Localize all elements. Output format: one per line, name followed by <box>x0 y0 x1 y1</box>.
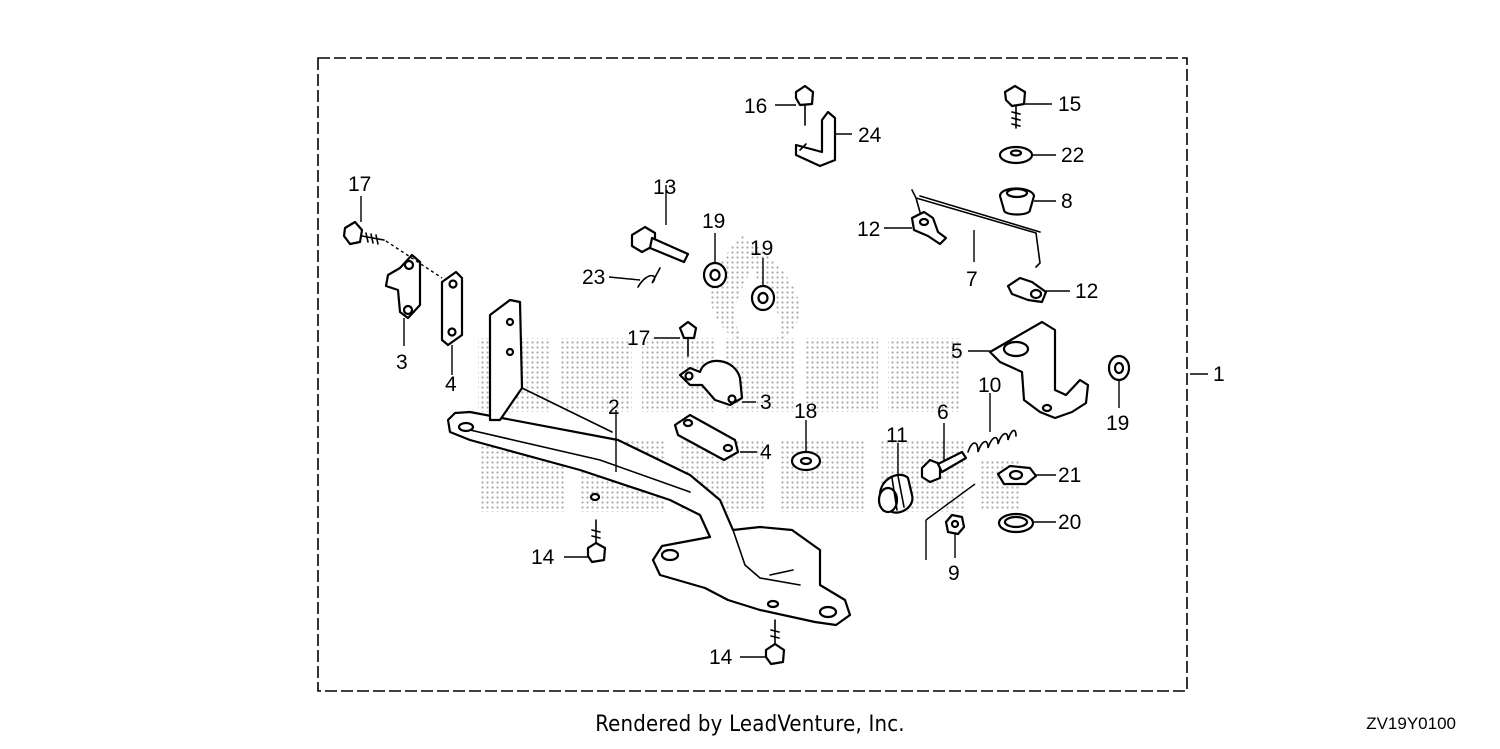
pin-part-13 <box>630 225 690 264</box>
washer-part-19-c <box>1107 354 1131 382</box>
washer-part-21 <box>996 464 1038 486</box>
callout-2: 2 <box>608 396 620 419</box>
callout-4-left: 4 <box>445 373 457 396</box>
washer-part-19-a <box>702 261 728 289</box>
callout-19-a: 19 <box>702 210 725 233</box>
bolt-part-6 <box>920 450 968 484</box>
washer-part-18 <box>790 450 822 472</box>
washer-part-19-b <box>750 284 776 312</box>
clamp-part-3-left <box>384 253 422 320</box>
washer-part-20 <box>997 512 1035 534</box>
joint-part-12-a <box>910 210 948 246</box>
callout-18: 18 <box>794 400 817 423</box>
callout-3-center: 3 <box>760 391 772 414</box>
callout-19-c: 19 <box>1106 412 1129 435</box>
bolt-part-17-center <box>678 320 698 357</box>
callout-12-b: 12 <box>1075 280 1098 303</box>
nut-part-9 <box>944 513 966 536</box>
callout-14-b: 14 <box>709 646 733 669</box>
bolt-part-14-a <box>586 519 607 564</box>
callout-6: 6 <box>937 401 949 424</box>
callout-4-center: 4 <box>760 441 772 464</box>
callout-3-left: 3 <box>396 351 408 374</box>
callout-14-a: 14 <box>531 546 555 569</box>
callout-1: 1 <box>1213 363 1225 386</box>
callout-22: 22 <box>1061 144 1084 167</box>
callout-labels: 17 3 4 13 23 19 19 17 3 2 4 18 14 14 16 … <box>348 93 1225 669</box>
callout-7: 7 <box>966 268 978 291</box>
bracket-part-5 <box>988 320 1090 420</box>
callout-17-left: 17 <box>348 173 371 196</box>
leader-lines <box>360 103 1208 658</box>
washer-part-22 <box>998 145 1034 165</box>
diagram-code: ZV19Y0100 <box>1366 714 1456 733</box>
mounting-bracket-part-2 <box>446 298 852 627</box>
callout-17-center: 17 <box>627 327 650 350</box>
callout-11: 11 <box>886 424 908 447</box>
callout-23: 23 <box>582 266 605 289</box>
callout-15: 15 <box>1058 93 1081 116</box>
callout-8: 8 <box>1061 190 1073 213</box>
plate-part-4-center <box>673 413 740 462</box>
footer-credit: Rendered by LeadVenture, Inc. <box>595 712 905 737</box>
bolt-part-14-b <box>764 619 786 666</box>
callout-10: 10 <box>978 374 1001 397</box>
bushing-part-11 <box>877 473 914 514</box>
callout-21: 21 <box>1058 464 1081 487</box>
joint-part-12-b <box>1006 276 1048 304</box>
plate-part-4-left <box>440 270 464 347</box>
callout-19-b: 19 <box>750 237 773 260</box>
callout-20: 20 <box>1058 511 1081 534</box>
callout-13: 13 <box>653 176 676 199</box>
clamp-part-3-center <box>678 359 744 407</box>
bolt-part-17-left <box>342 220 443 279</box>
assembly-frame <box>317 57 1188 692</box>
callout-12-a: 12 <box>857 218 880 241</box>
callout-5: 5 <box>951 340 963 363</box>
bolt-part-15 <box>1003 84 1027 129</box>
grommet-part-8 <box>998 187 1036 216</box>
clip-part-24 <box>794 110 837 168</box>
bolt-part-16 <box>794 84 815 126</box>
callout-16: 16 <box>744 95 767 118</box>
callout-24: 24 <box>858 124 882 147</box>
cotter-pin-part-23 <box>637 267 661 288</box>
spring-part-10 <box>967 429 1017 453</box>
callout-9: 9 <box>948 562 960 585</box>
